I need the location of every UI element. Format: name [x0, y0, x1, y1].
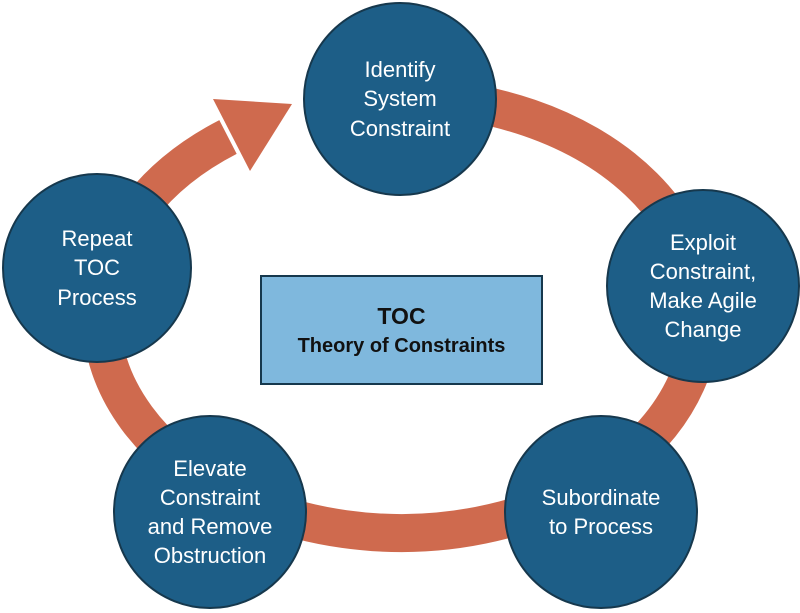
node-identify-system-constraint: Identify System Constraint [303, 2, 497, 196]
node-subordinate-to-process: Subordinate to Process [504, 415, 698, 609]
node-label: Exploit Constraint, Make Agile Change [649, 229, 757, 343]
center-title: TOC [377, 302, 426, 329]
node-label: Elevate Constraint and Remove Obstructio… [147, 455, 273, 569]
node-label: Identify System Constraint [349, 57, 451, 141]
node-label: Repeat TOC Process [57, 226, 137, 310]
cycle-arrowhead-icon [213, 99, 292, 171]
center-box: TOC Theory of Constraints [260, 275, 543, 385]
node-label: Subordinate to Process [541, 484, 661, 539]
center-subtitle: Theory of Constraints [297, 334, 506, 357]
node-repeat-toc-process: Repeat TOC Process [2, 173, 192, 363]
node-elevate-constraint: Elevate Constraint and Remove Obstructio… [113, 415, 307, 609]
node-exploit-constraint: Exploit Constraint, Make Agile Change [606, 189, 800, 383]
